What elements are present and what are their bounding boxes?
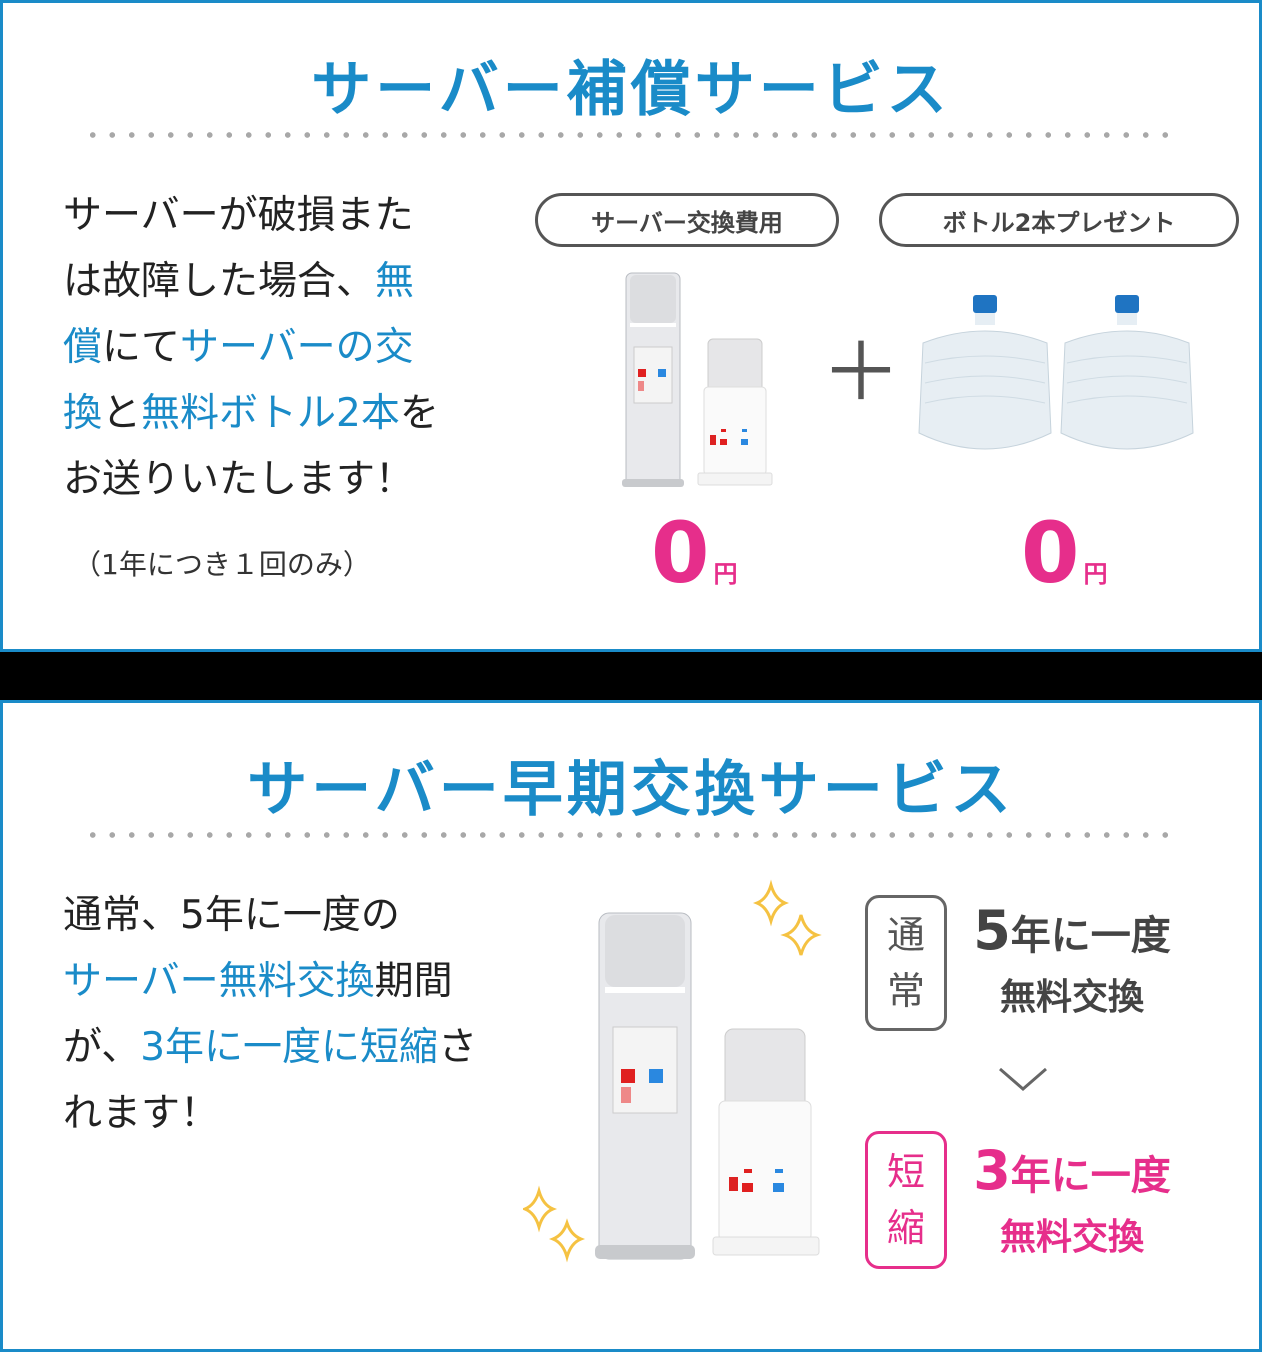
server-compensation-panel: サーバー補償サービス サーバーが破損または故障した場合、無償にてサーバーの交換と…	[0, 0, 1262, 652]
shortened-interval: 3年に一度 無料交換	[973, 1139, 1171, 1258]
text-segment: と	[102, 391, 142, 436]
description-line: 換と無料ボトル2本を	[63, 381, 439, 447]
shortened-badge: 短 縮	[865, 1131, 947, 1269]
highlighted-text: サーバーの交	[180, 325, 414, 370]
description-line: は故障した場合、無	[63, 249, 439, 315]
water-server-image	[523, 879, 822, 1263]
dotted-divider	[83, 132, 1175, 138]
panel-title: サーバー補償サービス	[311, 55, 951, 125]
text-segment: は故障した場合、	[63, 259, 376, 304]
dotted-divider	[83, 832, 1175, 838]
description-text: 通常、5年に一度のサーバー無料交換期間が、3年に一度に短縮されます！	[63, 883, 477, 1147]
text-segment: にて	[102, 325, 181, 370]
text-segment: 期間	[374, 959, 453, 1004]
text-segment: 通常、5年に一度の	[63, 893, 400, 938]
highlighted-text: 換	[63, 391, 103, 436]
plus-icon: ＋	[821, 326, 901, 419]
bottle-present-label: ボトル2本プレゼント	[879, 193, 1239, 247]
water-server-image	[622, 272, 773, 487]
chevron-down-icon	[999, 1067, 1047, 1091]
limit-note: （1年につき１回のみ）	[73, 548, 371, 581]
description-line: サーバーが破損また	[63, 183, 439, 249]
water-bottles-image	[918, 295, 1194, 450]
highlighted-text: 3年に一度に短縮	[140, 1025, 439, 1070]
description-line: れます！	[63, 1081, 477, 1147]
description-line: 償にてサーバーの交	[63, 315, 439, 381]
highlighted-text: サーバー無料交換	[63, 959, 375, 1004]
description-text: サーバーが破損または故障した場合、無償にてサーバーの交換と無料ボトル2本をお送り…	[63, 183, 439, 513]
text-segment: お送りいたします！	[63, 457, 415, 502]
panel-title: サーバー早期交換サービス	[247, 755, 1015, 825]
normal-interval: 5年に一度 無料交換	[973, 899, 1171, 1018]
server-exchange-cost-label: サーバー交換費用	[535, 193, 839, 247]
text-segment: れます！	[63, 1091, 220, 1136]
early-exchange-panel: サーバー早期交換サービス 通常、5年に一度のサーバー無料交換期間が、3年に一度に…	[0, 700, 1262, 1352]
description-line: が、3年に一度に短縮さ	[63, 1015, 477, 1081]
description-line: サーバー無料交換期間	[63, 949, 477, 1015]
text-segment: さ	[438, 1025, 478, 1070]
normal-badge: 通 常	[865, 895, 947, 1031]
highlighted-text: 無料ボトル2本	[141, 391, 400, 436]
text-segment: サーバーが破損また	[63, 193, 414, 238]
text-segment: が、	[63, 1025, 141, 1070]
highlighted-text: 償	[63, 325, 103, 370]
text-segment: を	[399, 391, 439, 436]
highlighted-text: 無	[375, 259, 415, 304]
description-line: 通常、5年に一度の	[63, 883, 477, 949]
sparkle-icon	[523, 879, 822, 1263]
description-line: お送りいたします！	[63, 447, 439, 513]
